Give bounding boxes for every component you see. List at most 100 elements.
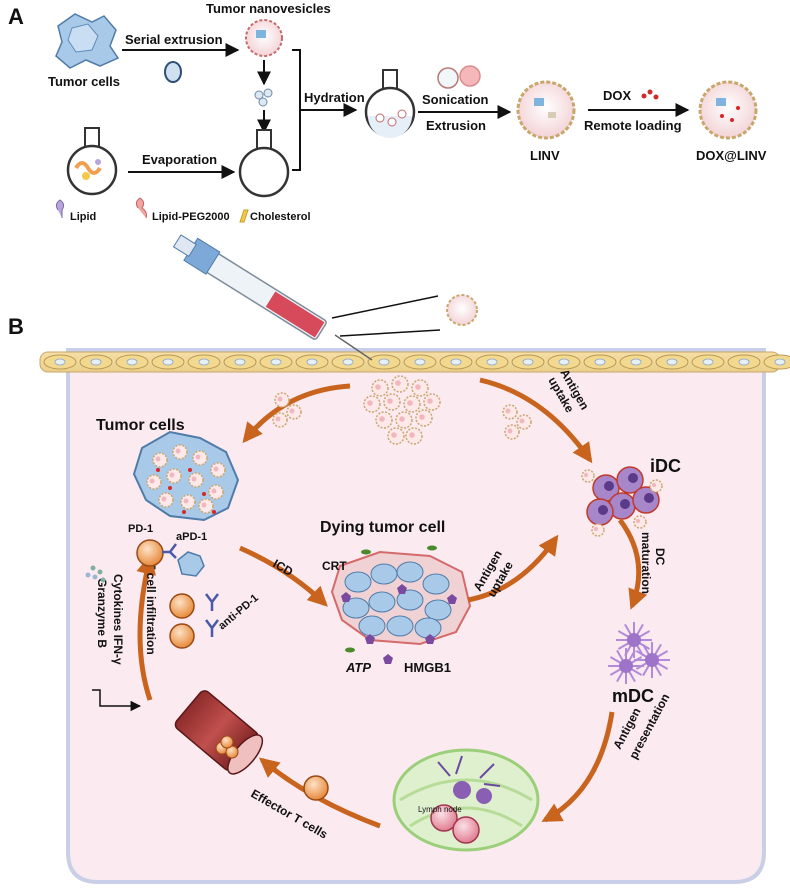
dox-linv-label: DOX@LINV bbox=[696, 148, 767, 163]
crt-label: CRT bbox=[322, 559, 347, 573]
hydration-label: Hydration bbox=[304, 90, 365, 105]
small-tumor-cell bbox=[177, 551, 205, 577]
extrusion-label: Extrusion bbox=[426, 118, 486, 133]
dying-cell-part bbox=[414, 617, 442, 639]
legend-lipid-peg: Lipid-PEG2000 bbox=[152, 211, 230, 223]
hmgb1-label: HMGB1 bbox=[404, 660, 451, 675]
anti-pd1-antibody-icon-2 bbox=[205, 619, 219, 637]
atp-marker bbox=[427, 545, 437, 551]
dying-cell-part bbox=[358, 615, 386, 637]
evaporation-label: Evaporation bbox=[142, 152, 217, 167]
injection-zoom-lines bbox=[331, 294, 478, 337]
nanovesicle-core bbox=[367, 400, 373, 406]
nanovesicle-core bbox=[191, 476, 197, 482]
arrow-antigen-presentation bbox=[541, 711, 615, 823]
small-vesicles-icon bbox=[254, 88, 273, 107]
nanovesicle-core bbox=[505, 408, 511, 414]
hmgb1-marker bbox=[425, 634, 435, 644]
dying-cell-part bbox=[344, 571, 372, 593]
arrow-antigen-uptake-mid bbox=[467, 534, 559, 603]
nanovesicle-core bbox=[409, 432, 415, 438]
lipid-film-flask bbox=[238, 129, 290, 198]
mdc-cell-body bbox=[645, 653, 659, 667]
idc-cluster-illustration bbox=[581, 466, 663, 537]
skin-layer bbox=[39, 351, 790, 373]
nanovesicle-core bbox=[593, 526, 599, 532]
arrow-dc-maturation bbox=[617, 518, 648, 610]
skin-cell-nucleus bbox=[378, 358, 390, 366]
lipid-icon bbox=[55, 199, 65, 218]
nanovesicle-core bbox=[149, 478, 155, 484]
mdc-label: mDC bbox=[612, 686, 654, 706]
skin-cell-nucleus bbox=[198, 358, 210, 366]
linv-label: LINV bbox=[530, 148, 560, 163]
hmgb1-marker bbox=[397, 584, 407, 594]
nanovesicle-core bbox=[175, 448, 181, 454]
t-cell-1 bbox=[169, 593, 195, 619]
legend-cholesterol: Cholesterol bbox=[250, 211, 311, 223]
legend-lipid: Lipid bbox=[70, 211, 96, 223]
remote-loading-label: Remote loading bbox=[584, 118, 682, 133]
nanovesicle-core bbox=[519, 418, 525, 424]
nanovesicle-core bbox=[379, 416, 385, 422]
dc-maturation-2: maturation bbox=[639, 532, 653, 594]
skin-cell-nucleus bbox=[486, 358, 498, 366]
idc-nucleus bbox=[644, 493, 654, 503]
nanovesicle-core bbox=[583, 472, 589, 478]
nanovesicle-core bbox=[399, 416, 405, 422]
hydration-bracket bbox=[292, 49, 301, 171]
skin-cell-nucleus bbox=[126, 358, 138, 366]
nanovesicle-core bbox=[169, 472, 175, 478]
nanovesicle-core bbox=[155, 456, 161, 462]
dying-cell-part bbox=[368, 591, 396, 613]
nanovesicle-core bbox=[275, 416, 281, 422]
anti-pd1-antibody-icon-1 bbox=[205, 593, 219, 611]
nanovesicle-core bbox=[213, 466, 219, 472]
dox-dot bbox=[168, 486, 172, 490]
arrow-icd bbox=[238, 545, 328, 607]
hmgb1-marker bbox=[447, 594, 457, 604]
dox-dot bbox=[188, 468, 192, 472]
mdc-cell-body bbox=[627, 633, 641, 647]
hmgb1-marker bbox=[341, 592, 351, 602]
t-cell-infiltration-label: T cell infiltration bbox=[144, 562, 158, 655]
cholesterol-icon bbox=[239, 209, 249, 223]
vesicles-right-free bbox=[502, 404, 532, 440]
skin-cell-nucleus bbox=[414, 358, 426, 366]
nanovesicle bbox=[633, 515, 647, 529]
nanovesicle bbox=[591, 523, 605, 537]
linv-vesicle bbox=[516, 80, 576, 140]
lipid-peg-icon bbox=[135, 197, 147, 219]
skin-cell-nucleus bbox=[522, 358, 534, 366]
idc-nucleus bbox=[620, 499, 630, 509]
dying-cell-part bbox=[370, 563, 398, 585]
nanovesicle-core bbox=[161, 496, 167, 502]
blood-vessel-illustration bbox=[174, 690, 264, 775]
dying-cell-part bbox=[396, 589, 424, 611]
nanovesicle bbox=[581, 469, 595, 483]
pd1-label: PD-1 bbox=[128, 523, 153, 535]
cytokine-dots-icon bbox=[85, 565, 106, 583]
arrow-t-cell-infiltration bbox=[136, 554, 156, 701]
lymph-node-illustration bbox=[392, 748, 540, 852]
idc-nucleus bbox=[628, 473, 638, 483]
nanovesicle-core bbox=[395, 380, 401, 386]
arrow-to-idc bbox=[479, 377, 593, 464]
nanovesicle-core bbox=[407, 400, 413, 406]
tumor-mass-illustration bbox=[132, 430, 240, 522]
dox-dot bbox=[156, 468, 160, 472]
skin-cell-nucleus bbox=[234, 358, 246, 366]
nanovesicle-core bbox=[635, 518, 641, 524]
tumor-cells-label-a: Tumor cells bbox=[48, 74, 120, 89]
liposome-fusion-icon bbox=[437, 65, 481, 89]
skin-cell-nucleus bbox=[630, 358, 642, 366]
panel-a-letter: A bbox=[8, 4, 24, 29]
nanovesicle-core bbox=[195, 454, 201, 460]
dying-cell-part bbox=[396, 561, 424, 583]
tumor-cells-illustration bbox=[55, 13, 120, 69]
hmgb1-marker bbox=[383, 654, 393, 664]
skin-cell-nucleus bbox=[450, 358, 462, 366]
idc-nucleus bbox=[604, 481, 614, 491]
panel-b-letter: B bbox=[8, 314, 24, 339]
dox-dot bbox=[212, 510, 216, 514]
